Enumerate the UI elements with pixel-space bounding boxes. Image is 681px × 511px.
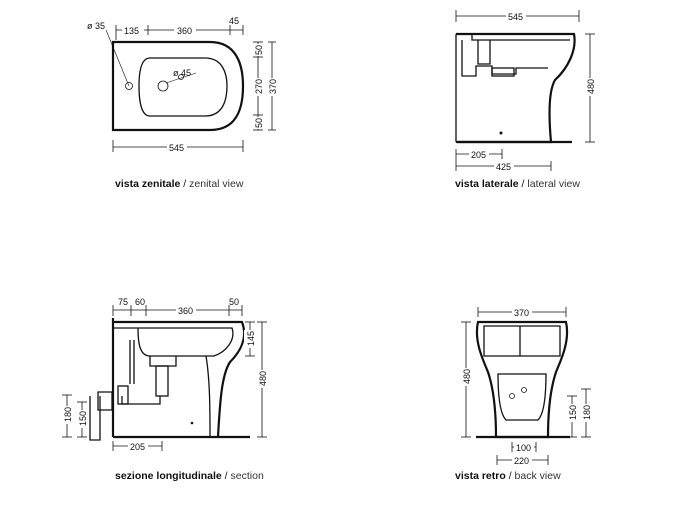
lateral-dim-480: 480 [586, 79, 596, 94]
lateral-view: 545 480 205 425 [455, 10, 596, 172]
section-dim-360: 360 [178, 306, 193, 316]
back-dim-150: 150 [568, 405, 578, 420]
caption-back-bold: vista retro [455, 470, 506, 482]
section-dim-50: 50 [229, 297, 239, 307]
section-dim-145: 145 [246, 331, 256, 346]
caption-zenital-bold: vista zenitale [115, 178, 181, 190]
zenital-inner-basin [138, 57, 228, 117]
section-body-outline [113, 320, 246, 438]
lateral-dim-205: 205 [471, 150, 486, 160]
section-dim-150: 150 [78, 411, 88, 426]
zenital-view: ø 35 135 360 45 ø 45 50 270 370 50 545 [87, 16, 278, 153]
back-dim-180: 180 [582, 405, 592, 420]
zenital-dim-50a: 50 [254, 45, 264, 55]
caption-lateral: vista laterale / lateral view [455, 178, 580, 190]
caption-section-sep: / [221, 470, 231, 482]
zenital-tap-leader [165, 72, 197, 84]
zenital-dim-50b: 50 [254, 118, 264, 128]
zenital-dim-hole: ø 35 [87, 21, 105, 31]
caption-back: vista retro / back view [455, 470, 561, 482]
lateral-body-outline [456, 32, 576, 144]
back-view: 370 480 150 180 100 220 [460, 307, 592, 466]
zenital-dim-545: 545 [169, 143, 184, 153]
caption-back-light: back view [514, 470, 561, 482]
back-dim-220: 220 [514, 456, 529, 466]
back-dim-100: 100 [516, 443, 531, 453]
zenital-hole-leader [105, 29, 130, 87]
caption-section-bold: sezione longitudinale [115, 470, 222, 482]
caption-zenital-sep: / [180, 178, 190, 190]
caption-zenital: vista zenitale / zenital view [115, 178, 243, 190]
caption-section: sezione longitudinale / section [115, 470, 264, 482]
section-dim-205: 205 [130, 442, 145, 452]
zenital-dim-370: 370 [268, 79, 278, 94]
zenital-dim-45: 45 [229, 16, 239, 26]
back-body-outline [475, 320, 569, 439]
zenital-dim-270: 270 [254, 79, 264, 94]
caption-zenital-light: zenital view [189, 178, 244, 190]
zenital-dim-360: 360 [177, 26, 192, 36]
section-dim-75: 75 [118, 297, 128, 307]
zenital-bowl-outline [111, 40, 245, 132]
caption-back-sep: / [505, 470, 515, 482]
caption-lateral-light: lateral view [527, 178, 580, 190]
zenital-drain [157, 80, 169, 92]
lateral-dim-425: 425 [496, 162, 511, 172]
section-dim-480: 480 [258, 371, 268, 386]
zenital-dim-tap: ø 45 [173, 68, 191, 78]
zenital-dim-135: 135 [124, 26, 139, 36]
section-dim-60: 60 [135, 297, 145, 307]
caption-lateral-bold: vista laterale [455, 178, 519, 190]
section-dim-180: 180 [63, 407, 73, 422]
back-dim-370: 370 [514, 308, 529, 318]
lateral-dim-545: 545 [508, 12, 523, 22]
zenital-fixing-hole [125, 82, 133, 90]
back-dim-480: 480 [462, 369, 472, 384]
section-view: 75 60 360 50 145 480 180 150 205 [61, 297, 268, 452]
caption-lateral-sep: / [518, 178, 528, 190]
caption-section-light: section [230, 470, 264, 482]
